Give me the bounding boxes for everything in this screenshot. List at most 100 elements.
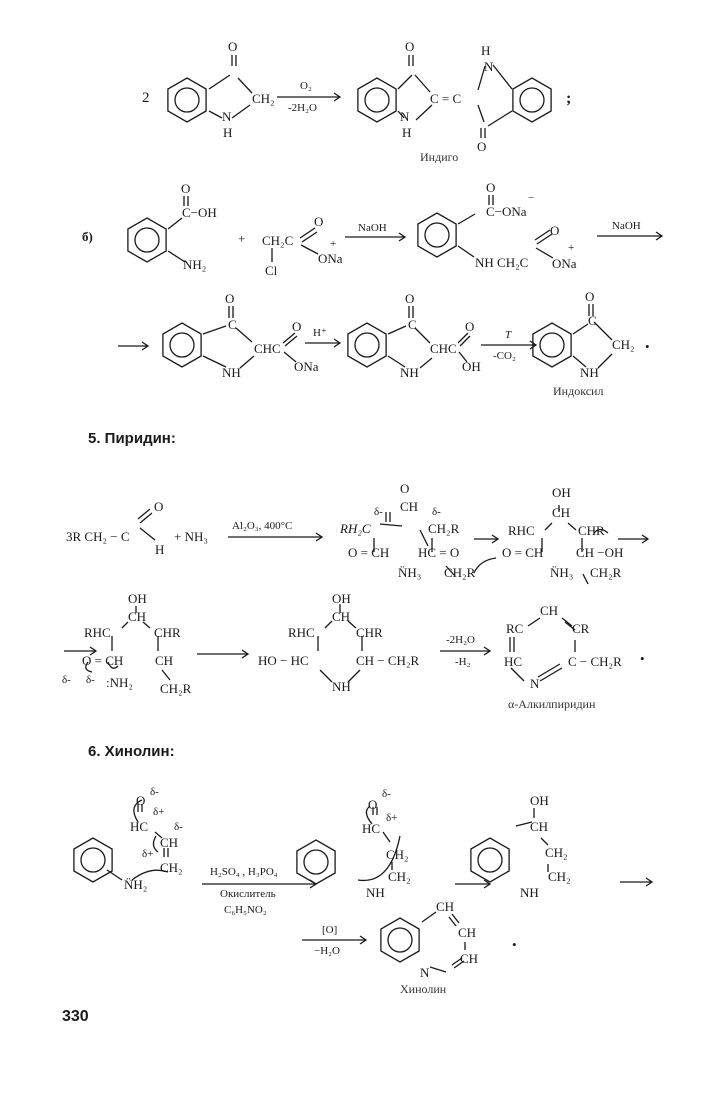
benzene-ring xyxy=(512,77,552,123)
group-chc: CHC xyxy=(430,341,457,356)
caption-indigo: Индиго xyxy=(420,150,459,164)
atom-cl: Cl xyxy=(265,263,278,278)
atom-n: N xyxy=(420,965,430,980)
group-ch-oh: CH −OH xyxy=(576,545,624,560)
separator: ; xyxy=(566,90,572,107)
group-hc-o: HC = O xyxy=(418,545,460,560)
group-ch2r: CH₂R xyxy=(590,565,622,580)
atom-o: O xyxy=(181,181,191,196)
group-nh: NH xyxy=(222,365,241,380)
charge-plus: + xyxy=(568,242,575,254)
atom-h: H xyxy=(155,542,165,557)
group-ch2: CH₂ xyxy=(545,845,568,860)
atom-c: C xyxy=(408,317,417,332)
partial-charge: δ- xyxy=(62,674,71,686)
aromatic-circle xyxy=(174,87,200,113)
atom-c: C xyxy=(588,313,597,328)
group-ch2: CH₂ xyxy=(160,860,183,875)
group-nh3: N̈H₃ xyxy=(398,565,422,580)
charge-minus: − xyxy=(528,192,535,204)
partial-charge: δ+ xyxy=(153,806,165,818)
period-mark: • xyxy=(645,339,650,354)
group-oh: OH xyxy=(332,591,351,606)
atom-ch2: CH₂ xyxy=(612,337,635,352)
group-nh: NH xyxy=(580,365,599,380)
group-o-ch: O = CH xyxy=(348,545,390,560)
group-o-ch: O = CH xyxy=(82,653,124,668)
group-nh: NH xyxy=(332,679,351,694)
benzene-ring xyxy=(380,917,420,963)
group-ch2: CH₂ xyxy=(548,869,571,884)
aromatic-circle xyxy=(387,927,413,953)
atom-o: O xyxy=(368,797,378,812)
benzene-ring xyxy=(296,839,336,885)
benzene-ring xyxy=(357,77,397,123)
aromatic-circle xyxy=(519,87,545,113)
group-chr: CHR xyxy=(356,625,383,640)
atom-o: O xyxy=(465,319,475,334)
group-ch-ch2r: CH − CH₂R xyxy=(356,653,420,668)
group-oh: OH xyxy=(552,485,571,500)
partial-charge: δ+ xyxy=(386,812,398,824)
group-ch2: CH₂ xyxy=(388,869,411,884)
double-bond-cc: C = C xyxy=(430,91,462,106)
period-mark: • xyxy=(512,937,517,952)
group-hc: HC xyxy=(504,654,523,669)
electron-shift-arrows xyxy=(85,528,609,882)
group-cr: CR xyxy=(572,621,590,636)
group-ch: CH xyxy=(552,505,571,520)
group-ona: ONa xyxy=(294,359,319,374)
plus-sign: + xyxy=(238,231,246,246)
atom-o: O xyxy=(477,139,487,154)
group-ch: CH xyxy=(128,609,147,624)
atom-n: N xyxy=(400,109,410,124)
aromatic-circle xyxy=(477,847,503,873)
group-chc: CHC xyxy=(254,341,281,356)
caption-indoxyl: Индоксил xyxy=(553,384,604,398)
group-cona: C−ONa xyxy=(486,204,527,219)
aromatic-circle xyxy=(539,332,565,358)
group-oh: OH xyxy=(462,359,481,374)
partial-charge: δ- xyxy=(86,674,95,686)
atom-o: O xyxy=(400,481,410,496)
group-ch: CH xyxy=(530,819,549,834)
group-rhc: RHC xyxy=(508,523,535,538)
atom-o: O xyxy=(550,223,560,238)
atom-o: O xyxy=(136,793,146,808)
atom-n: N xyxy=(484,59,494,74)
group-ch2r: CH₂R xyxy=(428,521,460,536)
aromatic-circle xyxy=(303,849,329,875)
benzene-ring xyxy=(127,217,167,263)
arrow-condition: -2H₂O xyxy=(446,634,475,646)
group-ch: CH xyxy=(155,653,174,668)
atom-o: O xyxy=(405,39,415,54)
partial-charge: δ- xyxy=(382,788,391,800)
group-cooh: C−OH xyxy=(182,205,217,220)
group-nhch2c: NH CH₂C xyxy=(475,255,529,270)
atom-n: N xyxy=(222,109,232,124)
atom-o: O xyxy=(585,289,595,304)
reactant-aldehyde: 3R CH₂ − C xyxy=(66,529,130,544)
page-number: 330 xyxy=(62,1008,89,1025)
arrow-reagent: H⁺ xyxy=(313,327,327,339)
benzene-ring xyxy=(470,837,510,883)
arrow-reagent: H₂SO₄ , H₃PO₄ xyxy=(210,866,278,878)
arrow-condition: -H₂ xyxy=(455,656,471,668)
group-ch: CH xyxy=(160,835,179,850)
group-nh3: N̈H₃ xyxy=(550,565,574,580)
benzene-ring xyxy=(417,212,457,258)
benzene-ring xyxy=(73,837,113,883)
group-rhc: RHC xyxy=(288,625,315,640)
group-ch: CH xyxy=(458,925,477,940)
group-c-ch2r: C − CH₂R xyxy=(568,654,622,669)
group-ch: CH xyxy=(400,499,419,514)
reaction-arrows xyxy=(64,92,664,945)
coefficient: 2 xyxy=(142,90,150,106)
group-chr: CHR xyxy=(578,523,605,538)
group-ch: CH xyxy=(436,899,455,914)
group-nh2: :NH₂ xyxy=(106,675,133,690)
benzene-rings xyxy=(73,77,572,963)
aromatic-circle xyxy=(134,227,160,253)
group-nh: NH xyxy=(400,365,419,380)
